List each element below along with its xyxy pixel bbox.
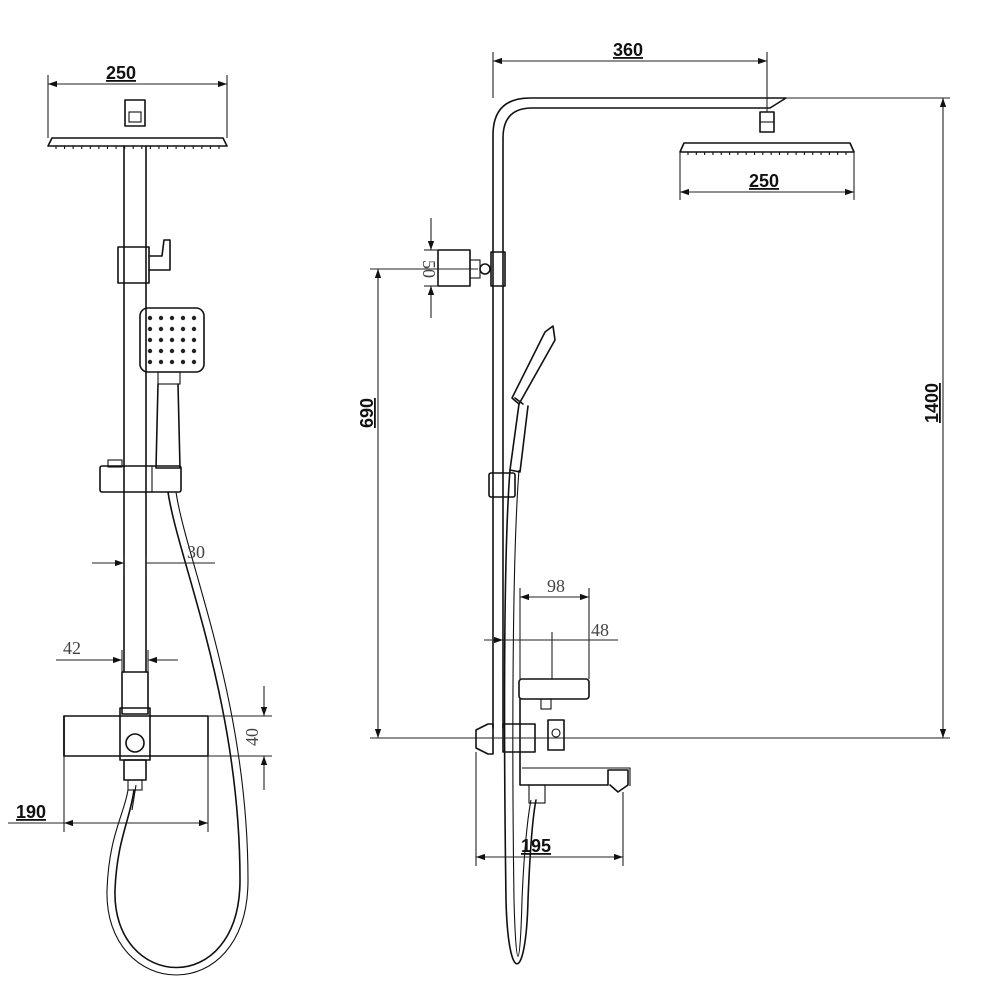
side-mixer: [475, 678, 631, 804]
nozzle-dot: [191, 359, 197, 365]
nozzle-dot: [158, 326, 164, 332]
side-dim-handle-offset: 48: [484, 620, 618, 679]
nozzle-dot: [169, 326, 175, 332]
side-dim-bracket-height: 50: [419, 218, 439, 318]
nozzle-dot: [169, 337, 175, 343]
nozzle-dot: [147, 348, 153, 354]
nozzle-dot: [158, 348, 164, 354]
nozzle-dot: [147, 337, 153, 343]
side-dim-bracket-to-mixer: 690: [357, 268, 478, 738]
front-dim-tube-width: 42: [56, 638, 178, 672]
front-mixer: [63, 671, 209, 811]
nozzle-dot: [147, 359, 153, 365]
hand-shower-nozzle-grid: [147, 315, 197, 365]
rail-diameter-label: 30: [187, 542, 205, 562]
nozzle-dot: [158, 315, 164, 321]
nozzle-dot: [169, 359, 175, 365]
side-dim-overall-height: 1400: [370, 97, 950, 739]
nozzle-dot: [191, 348, 197, 354]
side-head-nozzles: [687, 152, 847, 155]
bracket-to-mixer-label: 690: [357, 398, 377, 428]
nozzle-dot: [180, 359, 186, 365]
side-head-width-label: 250: [749, 171, 779, 191]
front-rain-head: [47, 99, 228, 149]
nozzle-dot: [180, 326, 186, 332]
nozzle-dot: [180, 315, 186, 321]
side-view: 360 250 50 690 1400: [357, 40, 950, 965]
front-shower-hose: [106, 491, 249, 976]
side-wall-bracket: [437, 249, 506, 287]
nozzle-dot: [191, 326, 197, 332]
front-dim-rail-diameter: 30: [92, 542, 215, 576]
front-dim-head-width: 250: [47, 63, 228, 138]
nozzle-dot: [147, 315, 153, 321]
front-riser-rail: [117, 145, 171, 673]
mixer-depth-label: 98: [547, 576, 565, 596]
arm-length-label: 360: [613, 40, 643, 60]
nozzle-dot: [158, 359, 164, 365]
mixer-height-label: 40: [242, 728, 262, 746]
nozzle-dot: [191, 337, 197, 343]
overall-height-label: 1400: [922, 383, 942, 423]
nozzle-dot: [191, 315, 197, 321]
centre-distance-label: 190: [16, 802, 46, 822]
front-head-width-label: 250: [106, 63, 136, 83]
nozzle-dot: [169, 348, 175, 354]
spout-projection-label: 195: [521, 836, 551, 856]
tube-width-label: 42: [63, 638, 81, 658]
side-dim-spout-projection: 195: [475, 752, 624, 866]
nozzle-dot: [147, 326, 153, 332]
nozzle-dot: [169, 315, 175, 321]
front-dim-centre-distance: 190: [8, 756, 209, 832]
handle-offset-label: 48: [591, 620, 609, 640]
front-view: 250 30 42 40: [8, 63, 272, 976]
side-dim-arm-length: 360: [492, 40, 768, 112]
side-dim-head-width: 250: [679, 152, 855, 200]
front-dim-mixer-height: 40: [208, 686, 272, 790]
front-hand-shower: [99, 307, 205, 493]
nozzle-dot: [180, 348, 186, 354]
nozzle-dot: [180, 337, 186, 343]
side-hand-shower: [488, 325, 556, 498]
side-dim-mixer-depth: 98: [519, 576, 590, 679]
nozzle-dot: [158, 337, 164, 343]
